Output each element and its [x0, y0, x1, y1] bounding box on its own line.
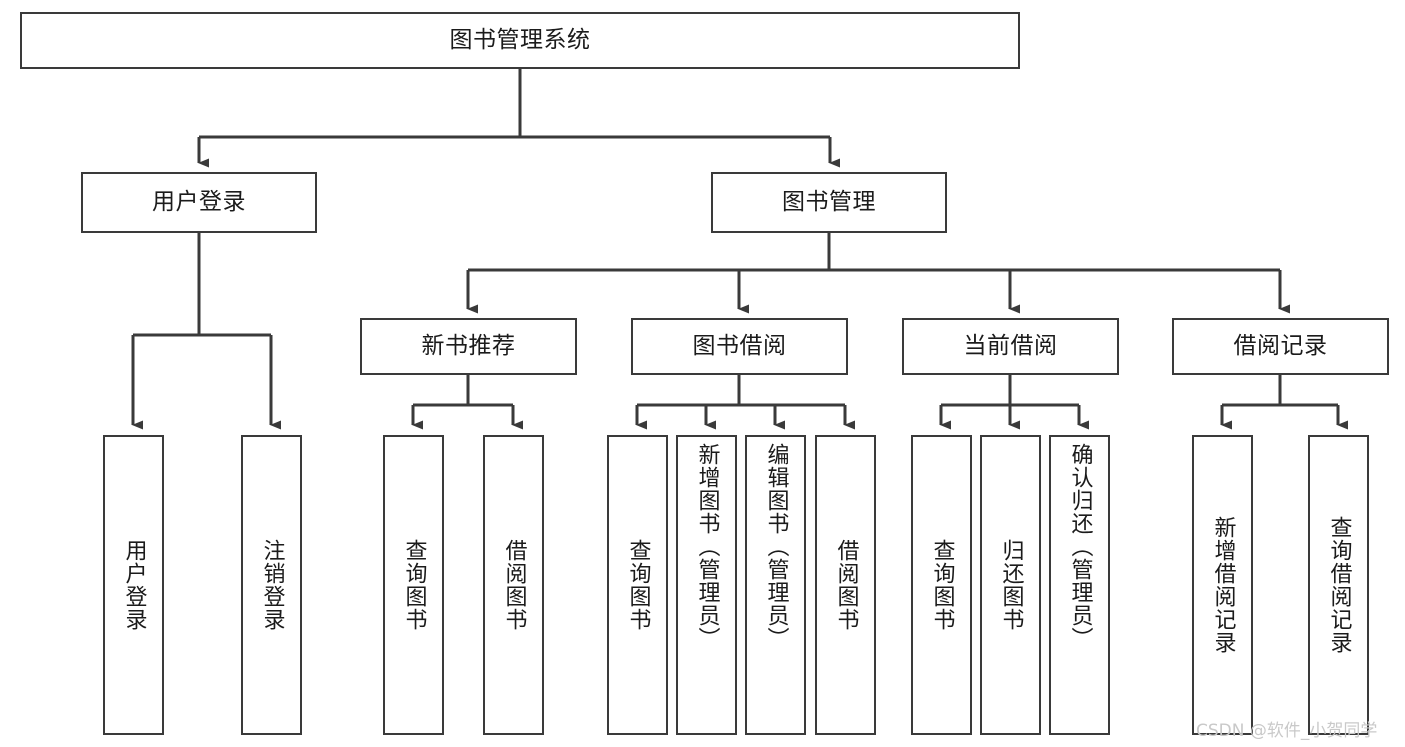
leaf-user-login[interactable]: 用户登录 — [103, 435, 164, 735]
leaf-edit-book-admin-label: 编辑图书（管理员） — [763, 443, 789, 650]
node-user-login[interactable]: 用户登录 — [81, 172, 317, 233]
leaf-borrow-book-label: 借阅图书 — [833, 539, 859, 631]
leaf-confirm-return-admin[interactable]: 确认归还（管理员） — [1049, 435, 1110, 735]
leaf-add-borrow-record[interactable]: 新增借阅记录 — [1192, 435, 1253, 735]
node-book-management-label: 图书管理 — [782, 188, 876, 215]
leaf-user-login-label: 用户登录 — [121, 539, 147, 631]
csdn-watermark: CSDN @软件_小贺同学 — [1196, 721, 1378, 741]
leaf-query-book-borrow[interactable]: 查询图书 — [607, 435, 668, 735]
node-book-borrow[interactable]: 图书借阅 — [631, 318, 848, 375]
node-new-book-recommend-label: 新书推荐 — [421, 332, 516, 359]
node-borrow-record-label: 借阅记录 — [1233, 332, 1328, 359]
leaf-edit-book-admin[interactable]: 编辑图书（管理员） — [745, 435, 806, 735]
node-borrow-record[interactable]: 借阅记录 — [1172, 318, 1389, 375]
leaf-query-book-recommend-label: 查询图书 — [401, 539, 427, 631]
leaf-query-book-current-label: 查询图书 — [929, 539, 955, 631]
leaf-logout-label: 注销登录 — [259, 539, 285, 631]
node-current-borrow[interactable]: 当前借阅 — [902, 318, 1119, 375]
leaf-borrow-book[interactable]: 借阅图书 — [815, 435, 876, 735]
leaf-return-book-label: 归还图书 — [998, 539, 1024, 631]
node-new-book-recommend[interactable]: 新书推荐 — [360, 318, 577, 375]
node-current-borrow-label: 当前借阅 — [963, 332, 1058, 359]
leaf-confirm-return-admin-label: 确认归还（管理员） — [1067, 443, 1093, 650]
leaf-borrow-book-recommend-label: 借阅图书 — [501, 539, 527, 631]
leaf-query-borrow-record-label: 查询借阅记录 — [1326, 516, 1352, 654]
node-root[interactable]: 图书管理系统 — [20, 12, 1020, 69]
node-book-borrow-label: 图书借阅 — [692, 332, 787, 359]
leaf-add-borrow-record-label: 新增借阅记录 — [1210, 516, 1236, 654]
leaf-query-borrow-record[interactable]: 查询借阅记录 — [1308, 435, 1369, 735]
leaf-query-book-recommend[interactable]: 查询图书 — [383, 435, 444, 735]
leaf-logout[interactable]: 注销登录 — [241, 435, 302, 735]
leaf-query-book-current[interactable]: 查询图书 — [911, 435, 972, 735]
leaf-add-book-admin-label: 新增图书（管理员） — [694, 443, 720, 650]
node-user-login-label: 用户登录 — [152, 188, 246, 215]
node-book-management[interactable]: 图书管理 — [711, 172, 947, 233]
leaf-return-book[interactable]: 归还图书 — [980, 435, 1041, 735]
leaf-query-book-borrow-label: 查询图书 — [625, 539, 651, 631]
leaf-borrow-book-recommend[interactable]: 借阅图书 — [483, 435, 544, 735]
leaf-add-book-admin[interactable]: 新增图书（管理员） — [676, 435, 737, 735]
node-root-label: 图书管理系统 — [449, 26, 591, 53]
